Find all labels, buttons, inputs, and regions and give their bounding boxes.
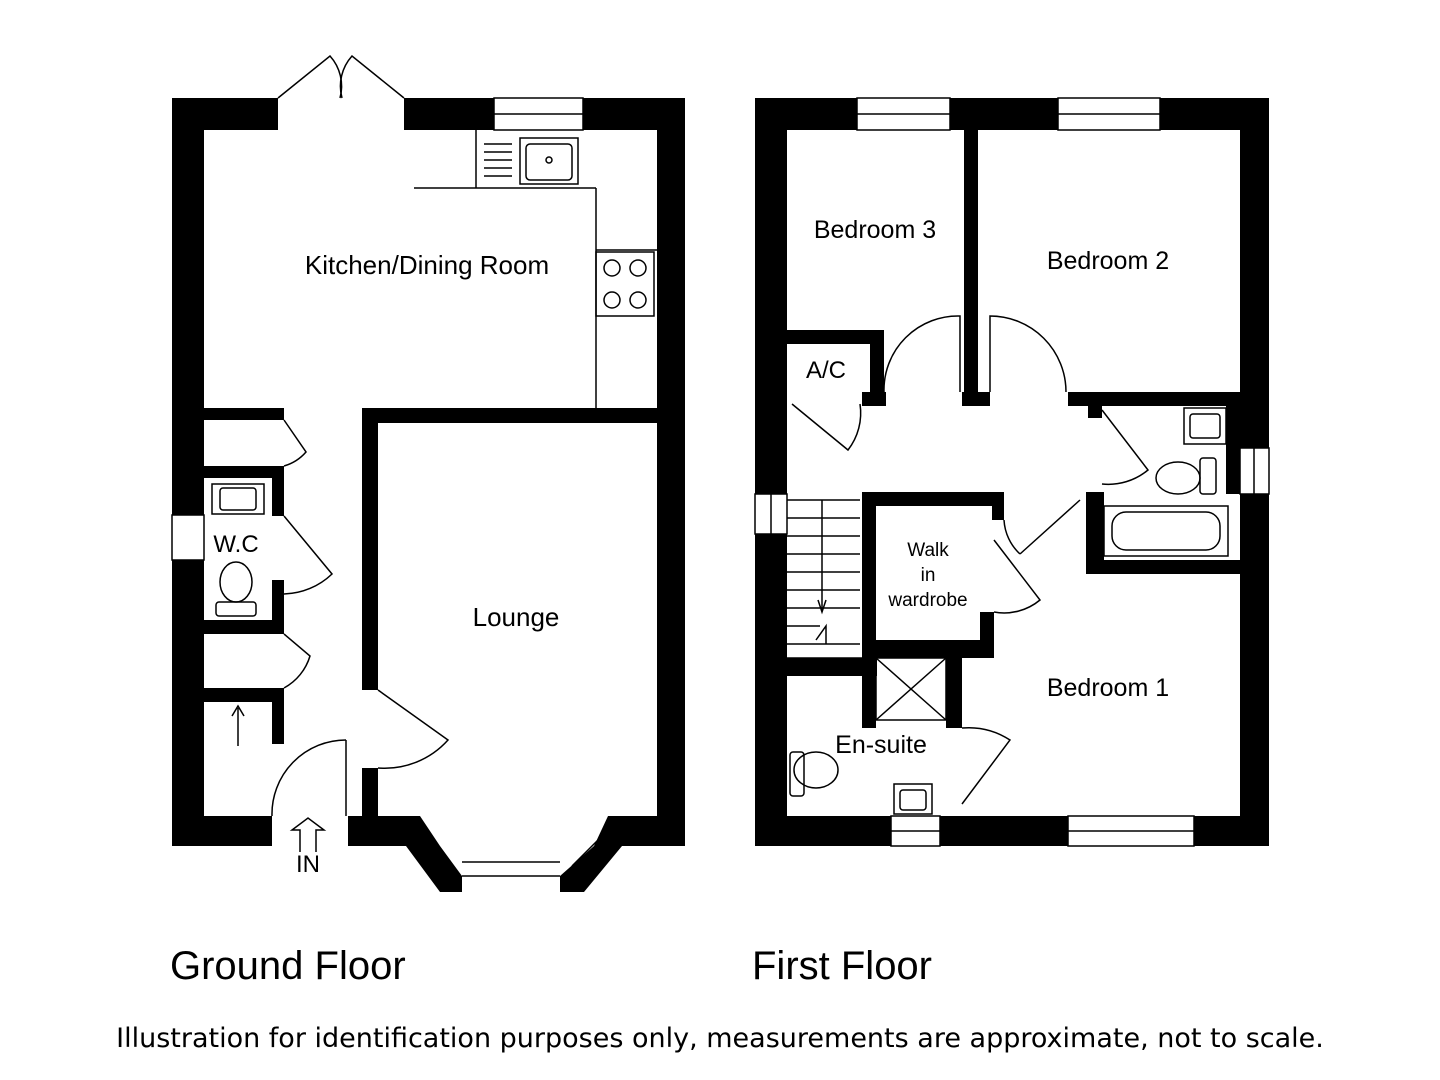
- ff-wall-bottom-b: [940, 816, 1068, 846]
- bay-wall-right: [560, 816, 622, 892]
- gf-wall-top-mid: [404, 98, 494, 130]
- ff-wall-bottom-c: [1194, 816, 1269, 846]
- first-floor-plan: [755, 98, 1269, 846]
- room-label-lounge: Lounge: [473, 602, 560, 632]
- ff-wall-right-lower: [1240, 494, 1269, 846]
- room-label-wardrobe-1: Walk: [907, 540, 949, 561]
- room-label-bedroom2: Bedroom 2: [1047, 247, 1169, 275]
- gf-wall-right: [657, 98, 685, 846]
- ff-wall-bottom-a: [755, 816, 891, 846]
- lounge-wall-left-lower: [362, 768, 378, 846]
- first-floor-title: First Floor: [752, 944, 932, 988]
- room-label-ensuite: En-suite: [835, 731, 927, 759]
- ff-wall-top-b: [950, 98, 1058, 130]
- wc-wall-c: [272, 466, 284, 516]
- gf-wall-left-upper: [172, 98, 204, 515]
- room-label-bedroom1: Bedroom 1: [1047, 674, 1169, 702]
- entrance-label: IN: [296, 851, 320, 878]
- wc-wall-f: [204, 688, 284, 702]
- wc-wall-g: [272, 688, 284, 744]
- room-label-wc: W.C: [213, 531, 258, 558]
- ground-floor-plan: [172, 98, 685, 892]
- ground-floor-title: Ground Floor: [170, 944, 406, 988]
- disclaimer-text: Illustration for identification purposes…: [116, 1023, 1324, 1054]
- gf-wall-left-lower: [172, 560, 204, 846]
- bay-wall-left: [406, 816, 462, 892]
- ff-wall-left-lower: [755, 534, 787, 846]
- wc-wall-a: [204, 408, 284, 420]
- lounge-wall-top: [362, 408, 657, 423]
- room-label-kitchen: Kitchen/Dining Room: [305, 250, 549, 280]
- wc-wall-d: [204, 620, 284, 634]
- ff-wall-right-upper: [1240, 98, 1269, 448]
- room-label-wardrobe-3: wardrobe: [887, 590, 967, 611]
- room-label-ac: A/C: [806, 357, 846, 384]
- lounge-wall-left-upper: [362, 408, 378, 690]
- ff-wall-left-upper: [755, 98, 787, 494]
- wc-wall-b: [204, 466, 284, 478]
- room-label-wardrobe-2: in: [921, 565, 936, 586]
- gf-wall-bottom-left: [172, 816, 272, 846]
- wc-window: [171, 514, 205, 561]
- ground-floor-details: [171, 54, 657, 877]
- wc-wall-e: [272, 580, 284, 634]
- first-floor-details: [754, 97, 1270, 847]
- room-label-bedroom3: Bedroom 3: [814, 216, 936, 244]
- bedroom-divider: [964, 130, 978, 392]
